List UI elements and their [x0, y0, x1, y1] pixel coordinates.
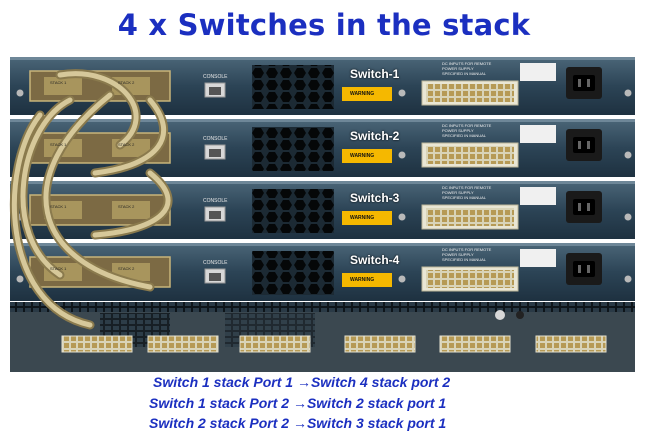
warning-label — [342, 149, 392, 163]
dc-input-label: SPECIFIED IN MANUAL — [442, 133, 487, 138]
connection-row: Switch 1 stack Port 2 →Switch 2 stack po… — [149, 395, 446, 411]
dc-input-label: POWER SUPPLY — [442, 252, 474, 257]
connection-target: Switch 2 stack port 1 — [306, 395, 447, 411]
stack-port-label: STACK 2 — [118, 142, 135, 147]
stack-port-label: STACK 1 — [50, 142, 67, 147]
arrow-icon: → — [292, 395, 307, 411]
warning-text: WARNING — [350, 277, 375, 283]
warning-label — [342, 87, 392, 101]
arrow-icon: → — [292, 415, 307, 431]
switch-unit — [10, 181, 635, 239]
warning-text: WARNING — [350, 215, 375, 221]
arrow-icon: → — [296, 374, 311, 390]
connection-source: Switch 1 stack Port 1 — [153, 374, 294, 390]
stack-port-label: STACK 2 — [118, 266, 135, 271]
connection-target: Switch 4 stack port 2 — [310, 374, 451, 390]
switch-label: Switch-3 — [350, 191, 400, 205]
connection-target: Switch 3 stack port 1 — [306, 415, 447, 431]
connection-row: Switch 2 stack Port 2 →Switch 3 stack po… — [149, 415, 446, 431]
stack-port-label: STACK 1 — [50, 204, 67, 209]
dc-input-label: SPECIFIED IN MANUAL — [442, 71, 487, 76]
connection-source: Switch 2 stack Port 2 — [149, 415, 290, 431]
rps-chassis — [10, 302, 635, 372]
switch-unit — [10, 57, 635, 115]
connection-source: Switch 1 stack Port 2 — [149, 395, 290, 411]
console-label: CONSOLE — [203, 136, 228, 142]
warning-text: WARNING — [350, 153, 375, 159]
console-label: CONSOLE — [203, 74, 228, 80]
page-title: 4 x Switches in the stack — [117, 8, 531, 42]
stack-port-label: STACK 1 — [50, 80, 67, 85]
dc-input-label: DC INPUTS FOR REMOTE — [442, 247, 492, 252]
dc-input-label: POWER SUPPLY — [442, 190, 474, 195]
dc-input-label: SPECIFIED IN MANUAL — [442, 257, 487, 262]
dc-input-label: DC INPUTS FOR REMOTE — [442, 61, 492, 66]
switch-label: Switch-1 — [350, 67, 400, 81]
stack-port-label: STACK 1 — [50, 266, 67, 271]
warning-text: WARNING — [350, 91, 375, 97]
warning-label — [342, 211, 392, 225]
dc-input-label: DC INPUTS FOR REMOTE — [442, 185, 492, 190]
switch-unit — [10, 243, 635, 301]
connection-row: Switch 1 stack Port 1 →Switch 4 stack po… — [153, 374, 450, 390]
console-label: CONSOLE — [203, 198, 228, 204]
switch-label: Switch-4 — [350, 253, 400, 267]
console-label: CONSOLE — [203, 260, 228, 266]
dc-input-label: SPECIFIED IN MANUAL — [442, 195, 487, 200]
dc-input-label: DC INPUTS FOR REMOTE — [442, 123, 492, 128]
stack-cables — [9, 69, 173, 330]
switch-stack-photo — [0, 55, 648, 373]
stack-port-label: STACK 2 — [118, 80, 135, 85]
warning-label — [342, 273, 392, 287]
dc-input-label: POWER SUPPLY — [442, 128, 474, 133]
stack-port-label: STACK 2 — [118, 204, 135, 209]
dc-input-label: POWER SUPPLY — [442, 66, 474, 71]
switch-label: Switch-2 — [350, 129, 400, 143]
